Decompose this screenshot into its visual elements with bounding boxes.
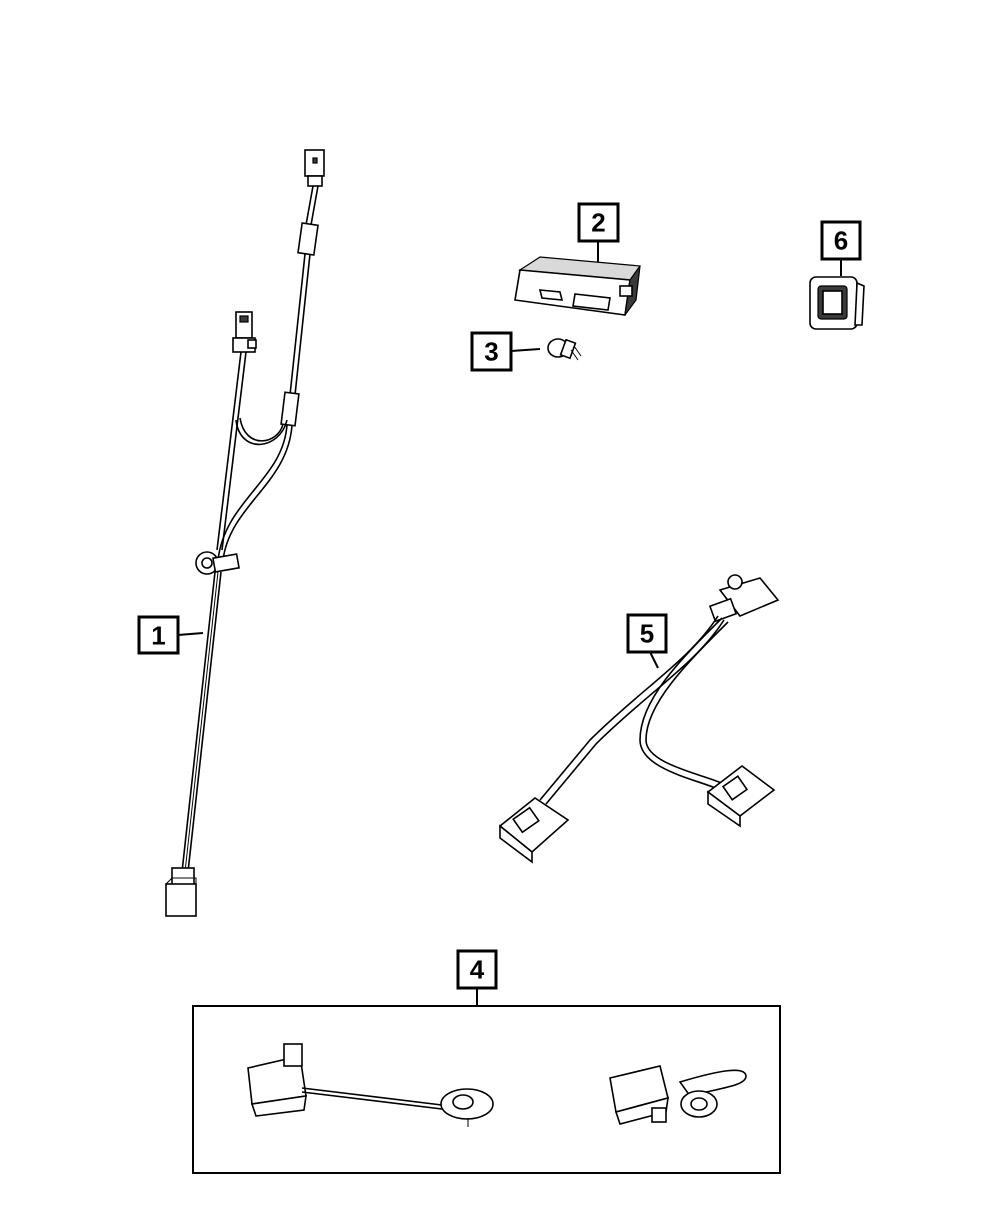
part-6-bezel: [809, 276, 865, 330]
part-3-bulb: [547, 338, 582, 361]
callout-1-label: 1: [151, 621, 165, 651]
callout-3-label: 3: [484, 337, 498, 367]
part-4-right-sensor: [609, 1065, 747, 1125]
part-4-kit-frame: [192, 1005, 781, 1174]
callout-2-label: 2: [591, 208, 605, 238]
callout-6[interactable]: 6: [820, 220, 862, 276]
part-4-left-sensor: [247, 1043, 494, 1127]
callout-2[interactable]: 2: [577, 202, 620, 262]
callout-1[interactable]: 1: [137, 615, 204, 655]
part-2-lamp-assembly: [514, 256, 642, 316]
callout-5-label: 5: [640, 619, 654, 649]
part-1-wiring-harness: [165, 149, 325, 917]
part-5-switch-harness: [498, 574, 780, 864]
callout-5[interactable]: 5: [626, 613, 668, 669]
callout-4-label: 4: [470, 955, 485, 985]
callout-6-label: 6: [834, 226, 848, 256]
callout-3[interactable]: 3: [470, 331, 541, 372]
callout-4[interactable]: 4: [456, 949, 498, 1005]
